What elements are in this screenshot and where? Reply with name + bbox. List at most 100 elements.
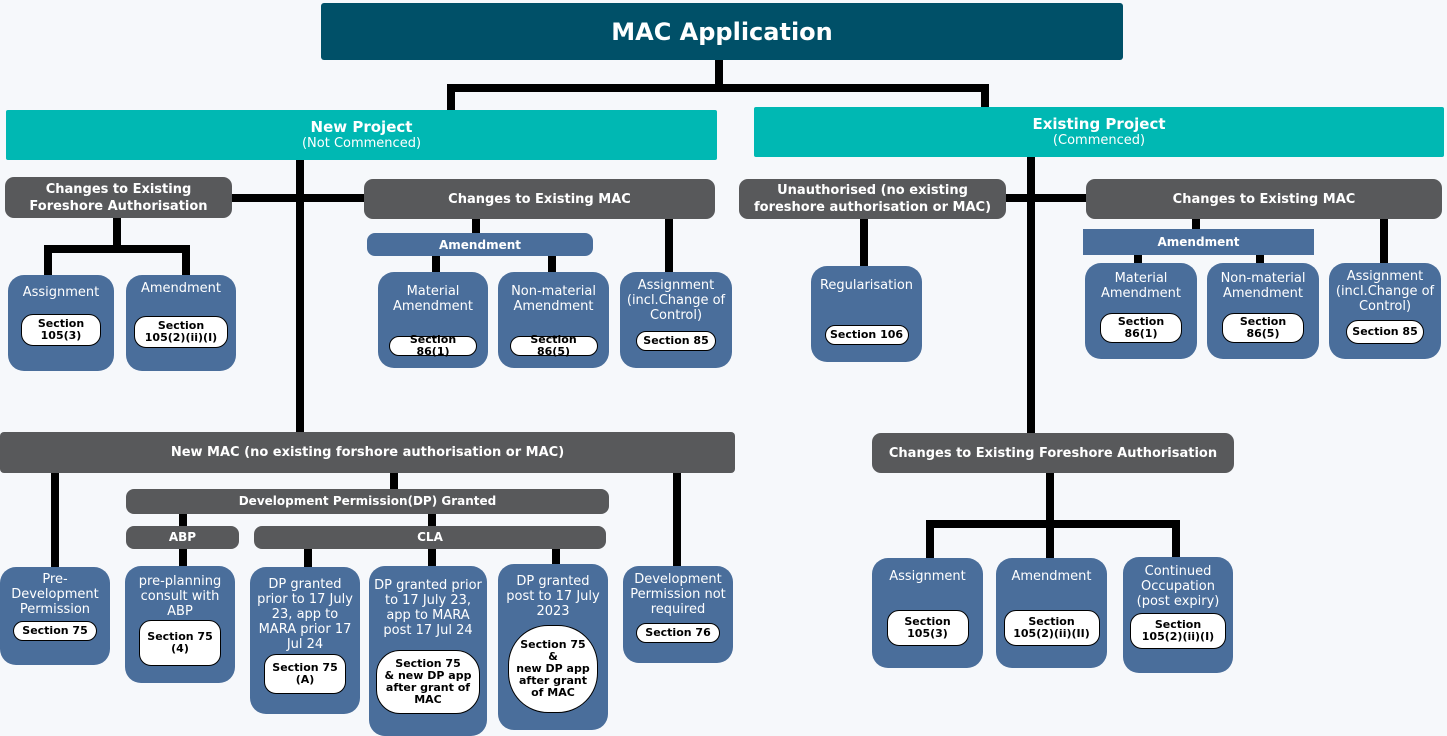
node-title: Changes to Existing Foreshore Authorisat… [29,181,208,214]
existing-project-node[interactable]: Existing Project (Commenced) [754,107,1444,157]
card-label: Development Permission not required [630,572,726,617]
card-label: Regularisation [819,278,914,293]
np-changes-foreshore-node[interactable]: Changes to Existing Foreshore Authorisat… [5,177,232,218]
node-title: CLA [417,530,443,544]
section-pill: Section 86(1) [1100,313,1182,343]
ep-continued-occupation-card[interactable]: Continued Occupation (post expiry) Secti… [1123,557,1233,673]
connector [447,84,455,112]
connector [1004,194,1088,202]
node-title: Changes to Existing Foreshore Authorisat… [888,445,1218,461]
connector [1046,473,1054,561]
mac-application-node[interactable]: MAC Application [321,3,1123,60]
section-pill: Section 85 [636,331,716,351]
connector [447,84,989,92]
card-label: Amendment [1011,569,1092,584]
connector [673,473,681,569]
connector [715,60,723,88]
section-pill: Section 75 [13,621,97,641]
ep-changes-foreshore-node[interactable]: Changes to Existing Foreshore Authorisat… [872,433,1234,473]
connector [1134,254,1142,264]
connector [926,520,934,560]
ep-nonmaterial-amendment-card[interactable]: Non-material Amendment Section 86(5) [1207,263,1319,359]
dp-granted-node[interactable]: Development Permission(DP) Granted [126,489,609,514]
pre-dp-card[interactable]: Pre- Development Permission Section 75 [0,567,110,665]
ep-foreshore-amendment-card[interactable]: Amendment Section 105(2)(ii)(II) [996,558,1107,668]
connector [113,217,121,249]
bar-label: Amendment [1157,235,1240,249]
connector [296,160,304,434]
card-label: Assignment [22,285,100,300]
connector [390,473,398,491]
connector [552,548,560,564]
connector [428,548,436,568]
connector [981,84,989,108]
node-title: Existing Project [1032,115,1166,133]
new-project-node[interactable]: New Project (Not Commenced) [6,110,717,160]
node-title: New MAC (no existing forshore authorisat… [170,445,565,460]
card-label: Non-material Amendment [1220,271,1306,301]
card-label: Assignment [889,569,966,584]
regularisation-card[interactable]: Regularisation Section 106 [811,266,922,362]
connector [432,255,440,275]
node-title: Changes to Existing MAC [448,191,631,207]
unauthorised-node[interactable]: Unauthorised (no existing foreshore auth… [739,179,1006,219]
dp-not-required-card[interactable]: Development Permission not required Sect… [623,566,733,663]
card-label: Continued Occupation (post expiry) [1136,564,1220,609]
card-label: pre-planning consult with ABP [138,574,222,619]
ep-foreshore-assignment-card[interactable]: Assignment Section 105(3) [872,558,983,668]
section-pill: Section 105(2)(ii)(I) [1130,613,1226,649]
root-title: MAC Application [611,17,833,46]
node-title: ABP [168,530,197,544]
section-pill: Section 105(2)(ii)(II) [1003,610,1100,646]
section-pill: Section 75 (A) [264,654,346,694]
node-subtitle: (Not Commenced) [301,136,422,151]
dp-prior-mara-prior-card[interactable]: DP granted prior to 17 July 23, app to M… [250,567,360,714]
np-changes-mac-node[interactable]: Changes to Existing MAC [364,179,715,219]
np-foreshore-assignment-card[interactable]: Assignment Section 105(3) [8,275,114,371]
card-label: Material Amendment [392,284,474,314]
section-pill: Section 86(1) [389,334,477,358]
new-mac-node[interactable]: New MAC (no existing forshore authorisat… [0,432,735,473]
connector [926,520,1180,528]
np-assignment-card[interactable]: Assignment (incl.Change of Control) Sect… [620,272,732,368]
card-label: Material Amendment [1100,271,1182,301]
pre-planning-abp-card[interactable]: pre-planning consult with ABP Section 75… [125,566,235,683]
bar-label: Amendment [439,237,521,252]
connector [1192,219,1200,229]
ep-changes-mac-node[interactable]: Changes to Existing MAC [1086,179,1442,219]
ep-assignment-card[interactable]: Assignment (incl.Change of Control) Sect… [1329,263,1441,359]
connector [44,245,190,253]
section-pill: Section 76 [636,623,720,643]
ep-material-amendment-card[interactable]: Material Amendment Section 86(1) [1085,263,1197,359]
node-subtitle: (Commenced) [1052,133,1146,148]
abp-node[interactable]: ABP [126,526,239,549]
section-pill: Section 75 (4) [139,620,221,666]
connector [1380,219,1388,265]
connector [230,194,366,202]
node-title: New Project [310,118,413,136]
cla-node[interactable]: CLA [254,526,606,549]
section-pill: Section 75 & new DP app after grant of M… [508,625,598,713]
np-foreshore-amendment-card[interactable]: Amendment Section 105(2)(ii)(I) [126,275,236,371]
card-label: Amendment [140,281,222,296]
ep-amendment-bar[interactable]: Amendment [1083,229,1314,255]
node-title: Changes to Existing MAC [1172,191,1356,207]
connector [472,219,480,235]
connector [1027,156,1035,434]
card-label: Non-material Amendment [511,284,596,314]
node-title: Development Permission(DP) Granted [238,494,497,508]
dp-post-card[interactable]: DP granted post to 17 July 2023 Section … [498,564,608,730]
section-pill: Section 105(3) [21,314,101,346]
card-label: Pre- Development Permission [11,572,99,617]
np-amendment-bar[interactable]: Amendment [367,233,593,256]
section-pill: Section 75 & new DP app after grant of M… [376,650,480,714]
dp-prior-mara-post-card[interactable]: DP granted prior to 17 July 23, app to M… [369,566,487,736]
np-nonmaterial-amendment-card[interactable]: Non-material Amendment Section 86(5) [498,272,609,368]
connector [665,219,673,273]
np-material-amendment-card[interactable]: Material Amendment Section 86(1) [378,272,488,368]
connector [1172,520,1180,560]
connector [51,473,59,569]
connector [179,513,187,527]
section-pill: Section 85 [1346,320,1424,344]
connector [548,255,556,275]
